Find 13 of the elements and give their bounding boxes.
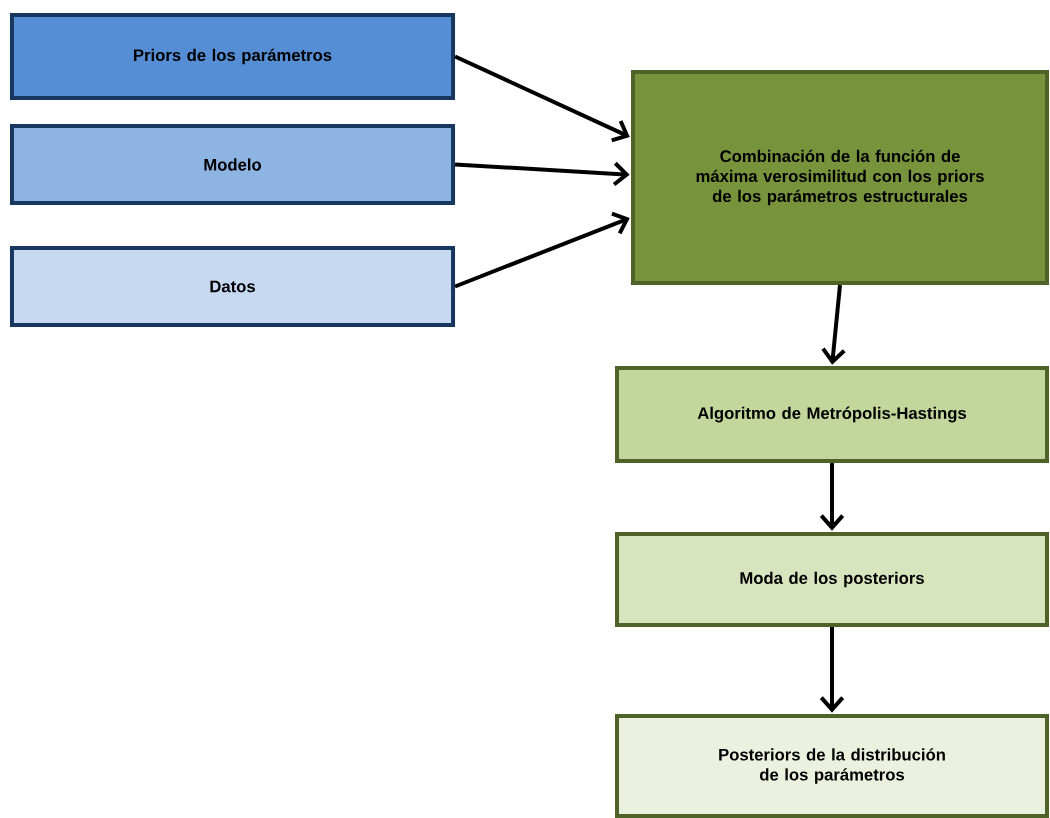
arrow — [454, 161, 630, 187]
process-box: Priors de los parámetros — [9, 13, 456, 100]
arrow — [821, 284, 846, 365]
arrow — [819, 463, 845, 531]
process-box: Datos — [9, 245, 456, 328]
process-box: Combinación de la función de máxima verosimilitud con los priors de los parámetros estructurales — [631, 70, 1049, 285]
process-box: Algoritmo de Metrópolis-Hastings — [615, 365, 1049, 464]
process-box: Posteriors de la distribución de los parámetros — [615, 714, 1049, 818]
process-box: Modelo — [9, 123, 456, 206]
process-box: Moda de los posteriors — [615, 532, 1049, 627]
arrow — [819, 627, 845, 713]
arrow — [454, 54, 630, 143]
arrow — [454, 211, 630, 289]
